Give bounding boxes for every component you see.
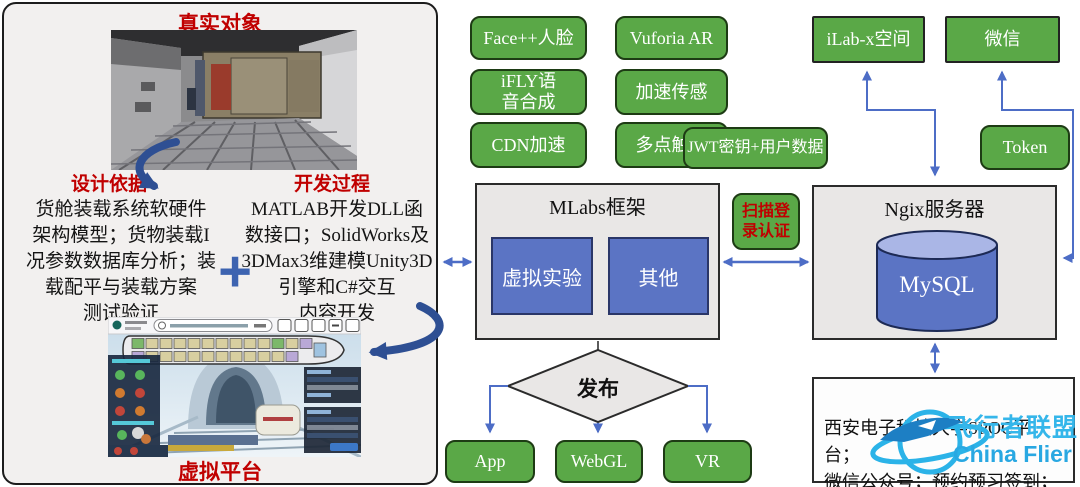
ngix-title: Ngix服务器 (884, 199, 985, 221)
scan-login-label: 扫描登 录认证 (741, 202, 790, 240)
service-ifly-label: iFLY语 音合成 (500, 71, 557, 112)
service-face-label: Face++人脸 (483, 27, 574, 48)
ngix-server-box: Ngix服务器 MySQL (812, 185, 1057, 340)
service-accel: 加速传感 (615, 69, 728, 115)
mysql-cylinder (876, 230, 998, 332)
spoc-platform-box: 西安电子科技大学SPOC平台； 微信公众号；预约预习签到； 实验报告 (812, 377, 1075, 487)
design-basis-label: 设计依据 (70, 174, 147, 195)
plus-symbol: + (218, 239, 252, 304)
service-vuforia: Vuforia AR (615, 16, 728, 60)
ilab-x-label: iLab-x空间 (826, 29, 911, 50)
virtual-platform-label: 虚拟平台 (178, 460, 262, 484)
virtual-experiment-label: 虚拟实验 (502, 267, 582, 290)
virtual-platform-screenshot (108, 317, 361, 457)
spoc-text: 西安电子科技大学SPOC平台； 微信公众号；预约预习签到； 实验报告 (824, 418, 1058, 487)
service-accel-label: 加速传感 (635, 81, 708, 102)
target-app-label: App (474, 451, 506, 472)
publish-diamond-label: 发布 (577, 377, 619, 401)
wechat-box: 微信 (945, 16, 1060, 63)
service-cdn-label: CDN加速 (491, 134, 566, 155)
ilab-x-box: iLab-x空间 (812, 16, 925, 63)
mysql-label: MySQL (899, 272, 975, 297)
mlabs-title: MLabs框架 (549, 197, 646, 219)
target-vr-label: VR (694, 451, 720, 472)
wechat-label: 微信 (984, 29, 1021, 50)
real-object-panel: 真实对象 (2, 2, 438, 485)
arrow-publish-vr (688, 385, 712, 434)
china-flier-watermark-logo (870, 409, 990, 475)
virtual-experiment-module: 虚拟实验 (491, 237, 593, 315)
arrow-publish-app (485, 385, 508, 434)
target-webgl-label: WebGL (570, 451, 628, 472)
target-app-box: App (445, 440, 535, 483)
arrow-ngix-ilab (862, 70, 940, 177)
other-module-label: 其他 (638, 267, 679, 290)
watermark-cn-text: 飞行者联盟 (948, 414, 1079, 442)
service-face: Face++人脸 (470, 16, 587, 60)
design-basis-text: 货舱装载系统软硬件 架构模型；货物装载I 况参数数据库分析；装 载配平与装载方案… (25, 199, 216, 324)
service-vuforia-label: Vuforia AR (629, 27, 714, 48)
other-module: 其他 (608, 237, 709, 315)
jwt-key-box: JWT密钥+用户数据 (683, 127, 828, 169)
target-vr-box: VR (663, 440, 752, 483)
service-ifly: iFLY语 音合成 (470, 69, 587, 115)
watermark-en-text: China Flier (953, 441, 1072, 467)
scan-login-box: 扫描登 录认证 (732, 193, 800, 250)
token-label: Token (1002, 137, 1048, 158)
target-webgl-box: WebGL (555, 440, 643, 483)
token-box: Token (980, 125, 1070, 170)
mlabs-framework-box: MLabs框架 虚拟实验 其他 (475, 183, 720, 340)
jwt-key-label: JWT密钥+用户数据 (687, 138, 824, 156)
service-cdn: CDN加速 (470, 122, 587, 168)
dev-process-text: MATLAB开发DLL函 数接口；SolidWorks及 3DMax3维建模Un… (241, 199, 433, 324)
dev-process-label: 开发过程 (293, 174, 370, 195)
cargo-hold-photo (111, 30, 357, 170)
